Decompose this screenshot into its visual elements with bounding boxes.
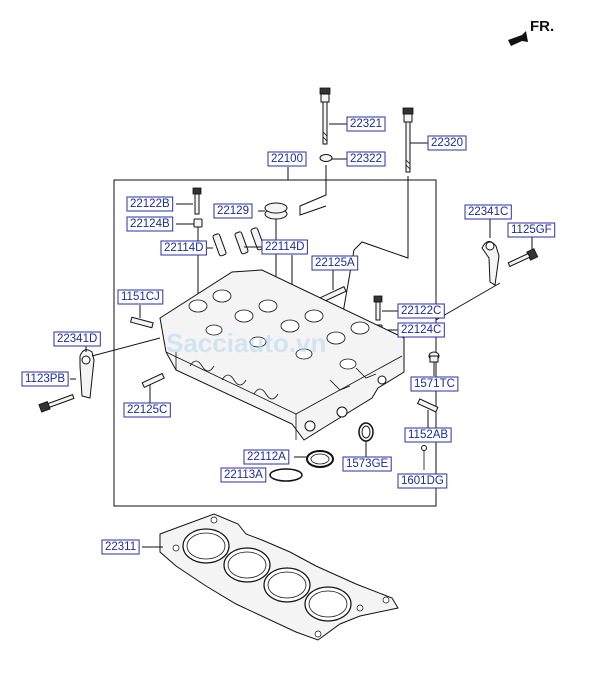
svg-text:22125A: 22125A bbox=[315, 257, 355, 269]
label-1151cj[interactable]: 1151CJ bbox=[117, 289, 164, 305]
svg-text:22113A: 22113A bbox=[224, 469, 263, 481]
plug-22124b bbox=[193, 218, 203, 228]
label-22322[interactable]: 22322 bbox=[346, 151, 386, 167]
seal-1573ge bbox=[358, 422, 374, 442]
plug-1571tc bbox=[428, 351, 440, 363]
label-22112a[interactable]: 22112A bbox=[243, 449, 290, 465]
svg-text:22311: 22311 bbox=[105, 541, 136, 553]
stud-22125c bbox=[141, 372, 165, 389]
label-1573ge[interactable]: 1573GE bbox=[342, 456, 392, 472]
svg-text:22125C: 22125C bbox=[127, 404, 167, 416]
svg-text:1152AB: 1152AB bbox=[408, 429, 448, 441]
label-22124c[interactable]: 22124C bbox=[397, 322, 445, 338]
svg-text:22100: 22100 bbox=[271, 153, 303, 165]
label-22122b[interactable]: 22122B bbox=[126, 196, 174, 212]
hanger-bracket-22341d bbox=[79, 349, 95, 399]
head-bolt-22321 bbox=[319, 87, 331, 145]
svg-text:1573GE: 1573GE bbox=[346, 458, 389, 470]
svg-text:22112A: 22112A bbox=[247, 451, 286, 463]
label-22114d-right[interactable]: 22114D bbox=[261, 239, 308, 255]
washer-22322 bbox=[319, 154, 333, 162]
svg-text:22124C: 22124C bbox=[401, 324, 441, 336]
label-22114d-left[interactable]: 22114D bbox=[160, 240, 207, 256]
svg-text:22341D: 22341D bbox=[57, 333, 97, 345]
label-22125a[interactable]: 22125A bbox=[311, 255, 359, 271]
svg-text:22129: 22129 bbox=[217, 205, 249, 217]
assembly-frame bbox=[113, 179, 437, 507]
bolt-1123pb bbox=[38, 394, 75, 413]
head-bolt-22320 bbox=[402, 107, 414, 173]
label-1571tc[interactable]: 1571TC bbox=[410, 376, 459, 392]
o-ring-22112a bbox=[306, 450, 334, 468]
svg-text:1601DG: 1601DG bbox=[401, 475, 444, 487]
pin-1601dg bbox=[421, 445, 427, 470]
label-22311[interactable]: 22311 bbox=[101, 539, 140, 555]
bolt-22122b bbox=[192, 187, 202, 215]
head-gasket-22311 bbox=[159, 513, 399, 641]
cylinder-head-22100 bbox=[159, 269, 405, 441]
bolt-22122c bbox=[373, 295, 383, 321]
label-22113a[interactable]: 22113A bbox=[220, 467, 267, 483]
label-1152ab[interactable]: 1152AB bbox=[404, 427, 452, 443]
stud-1151cj bbox=[129, 316, 154, 329]
label-1123pb[interactable]: 1123PB bbox=[21, 371, 69, 387]
svg-text:22114D: 22114D bbox=[265, 241, 304, 253]
front-direction-arrow-icon bbox=[508, 31, 528, 46]
label-22125c[interactable]: 22125C bbox=[123, 402, 171, 418]
stud-1152ab bbox=[417, 398, 439, 413]
dowel-22114d-left bbox=[212, 233, 227, 257]
svg-text:1123PB: 1123PB bbox=[25, 373, 65, 385]
label-22122c[interactable]: 22122C bbox=[397, 303, 445, 319]
watermark: Sacciauto.vn bbox=[166, 328, 326, 358]
svg-text:1571TC: 1571TC bbox=[414, 378, 455, 390]
svg-text:22114D: 22114D bbox=[164, 242, 203, 254]
svg-text:22322: 22322 bbox=[350, 153, 382, 165]
svg-text:1151CJ: 1151CJ bbox=[121, 291, 160, 303]
label-1601dg[interactable]: 1601DG bbox=[397, 473, 448, 489]
cap-22129 bbox=[264, 202, 288, 220]
label-1125gf[interactable]: 1125GF bbox=[507, 222, 556, 238]
svg-text:22320: 22320 bbox=[431, 137, 463, 149]
o-ring-22113a bbox=[269, 468, 303, 482]
svg-text:22321: 22321 bbox=[350, 118, 382, 130]
label-22321[interactable]: 22321 bbox=[346, 116, 386, 132]
label-22320[interactable]: 22320 bbox=[427, 135, 467, 151]
part-number-labels: 22321 22320 22100 22322 22122B 22129 221… bbox=[21, 116, 556, 555]
bolt-1125gf bbox=[507, 248, 539, 268]
hanger-bracket-22341c bbox=[481, 241, 500, 286]
label-22341d[interactable]: 22341D bbox=[53, 331, 101, 347]
svg-text:22122C: 22122C bbox=[401, 305, 441, 317]
svg-text:1125GF: 1125GF bbox=[511, 224, 552, 236]
dowel-22114d-right bbox=[234, 227, 265, 255]
label-22100[interactable]: 22100 bbox=[267, 151, 307, 167]
svg-text:22124B: 22124B bbox=[130, 218, 170, 230]
label-22124b[interactable]: 22124B bbox=[126, 216, 174, 232]
label-22129[interactable]: 22129 bbox=[213, 203, 253, 219]
direction-label: FR. bbox=[530, 18, 554, 35]
svg-text:22341C: 22341C bbox=[468, 206, 508, 218]
label-22341c[interactable]: 22341C bbox=[464, 204, 512, 220]
svg-text:22122B: 22122B bbox=[130, 198, 170, 210]
